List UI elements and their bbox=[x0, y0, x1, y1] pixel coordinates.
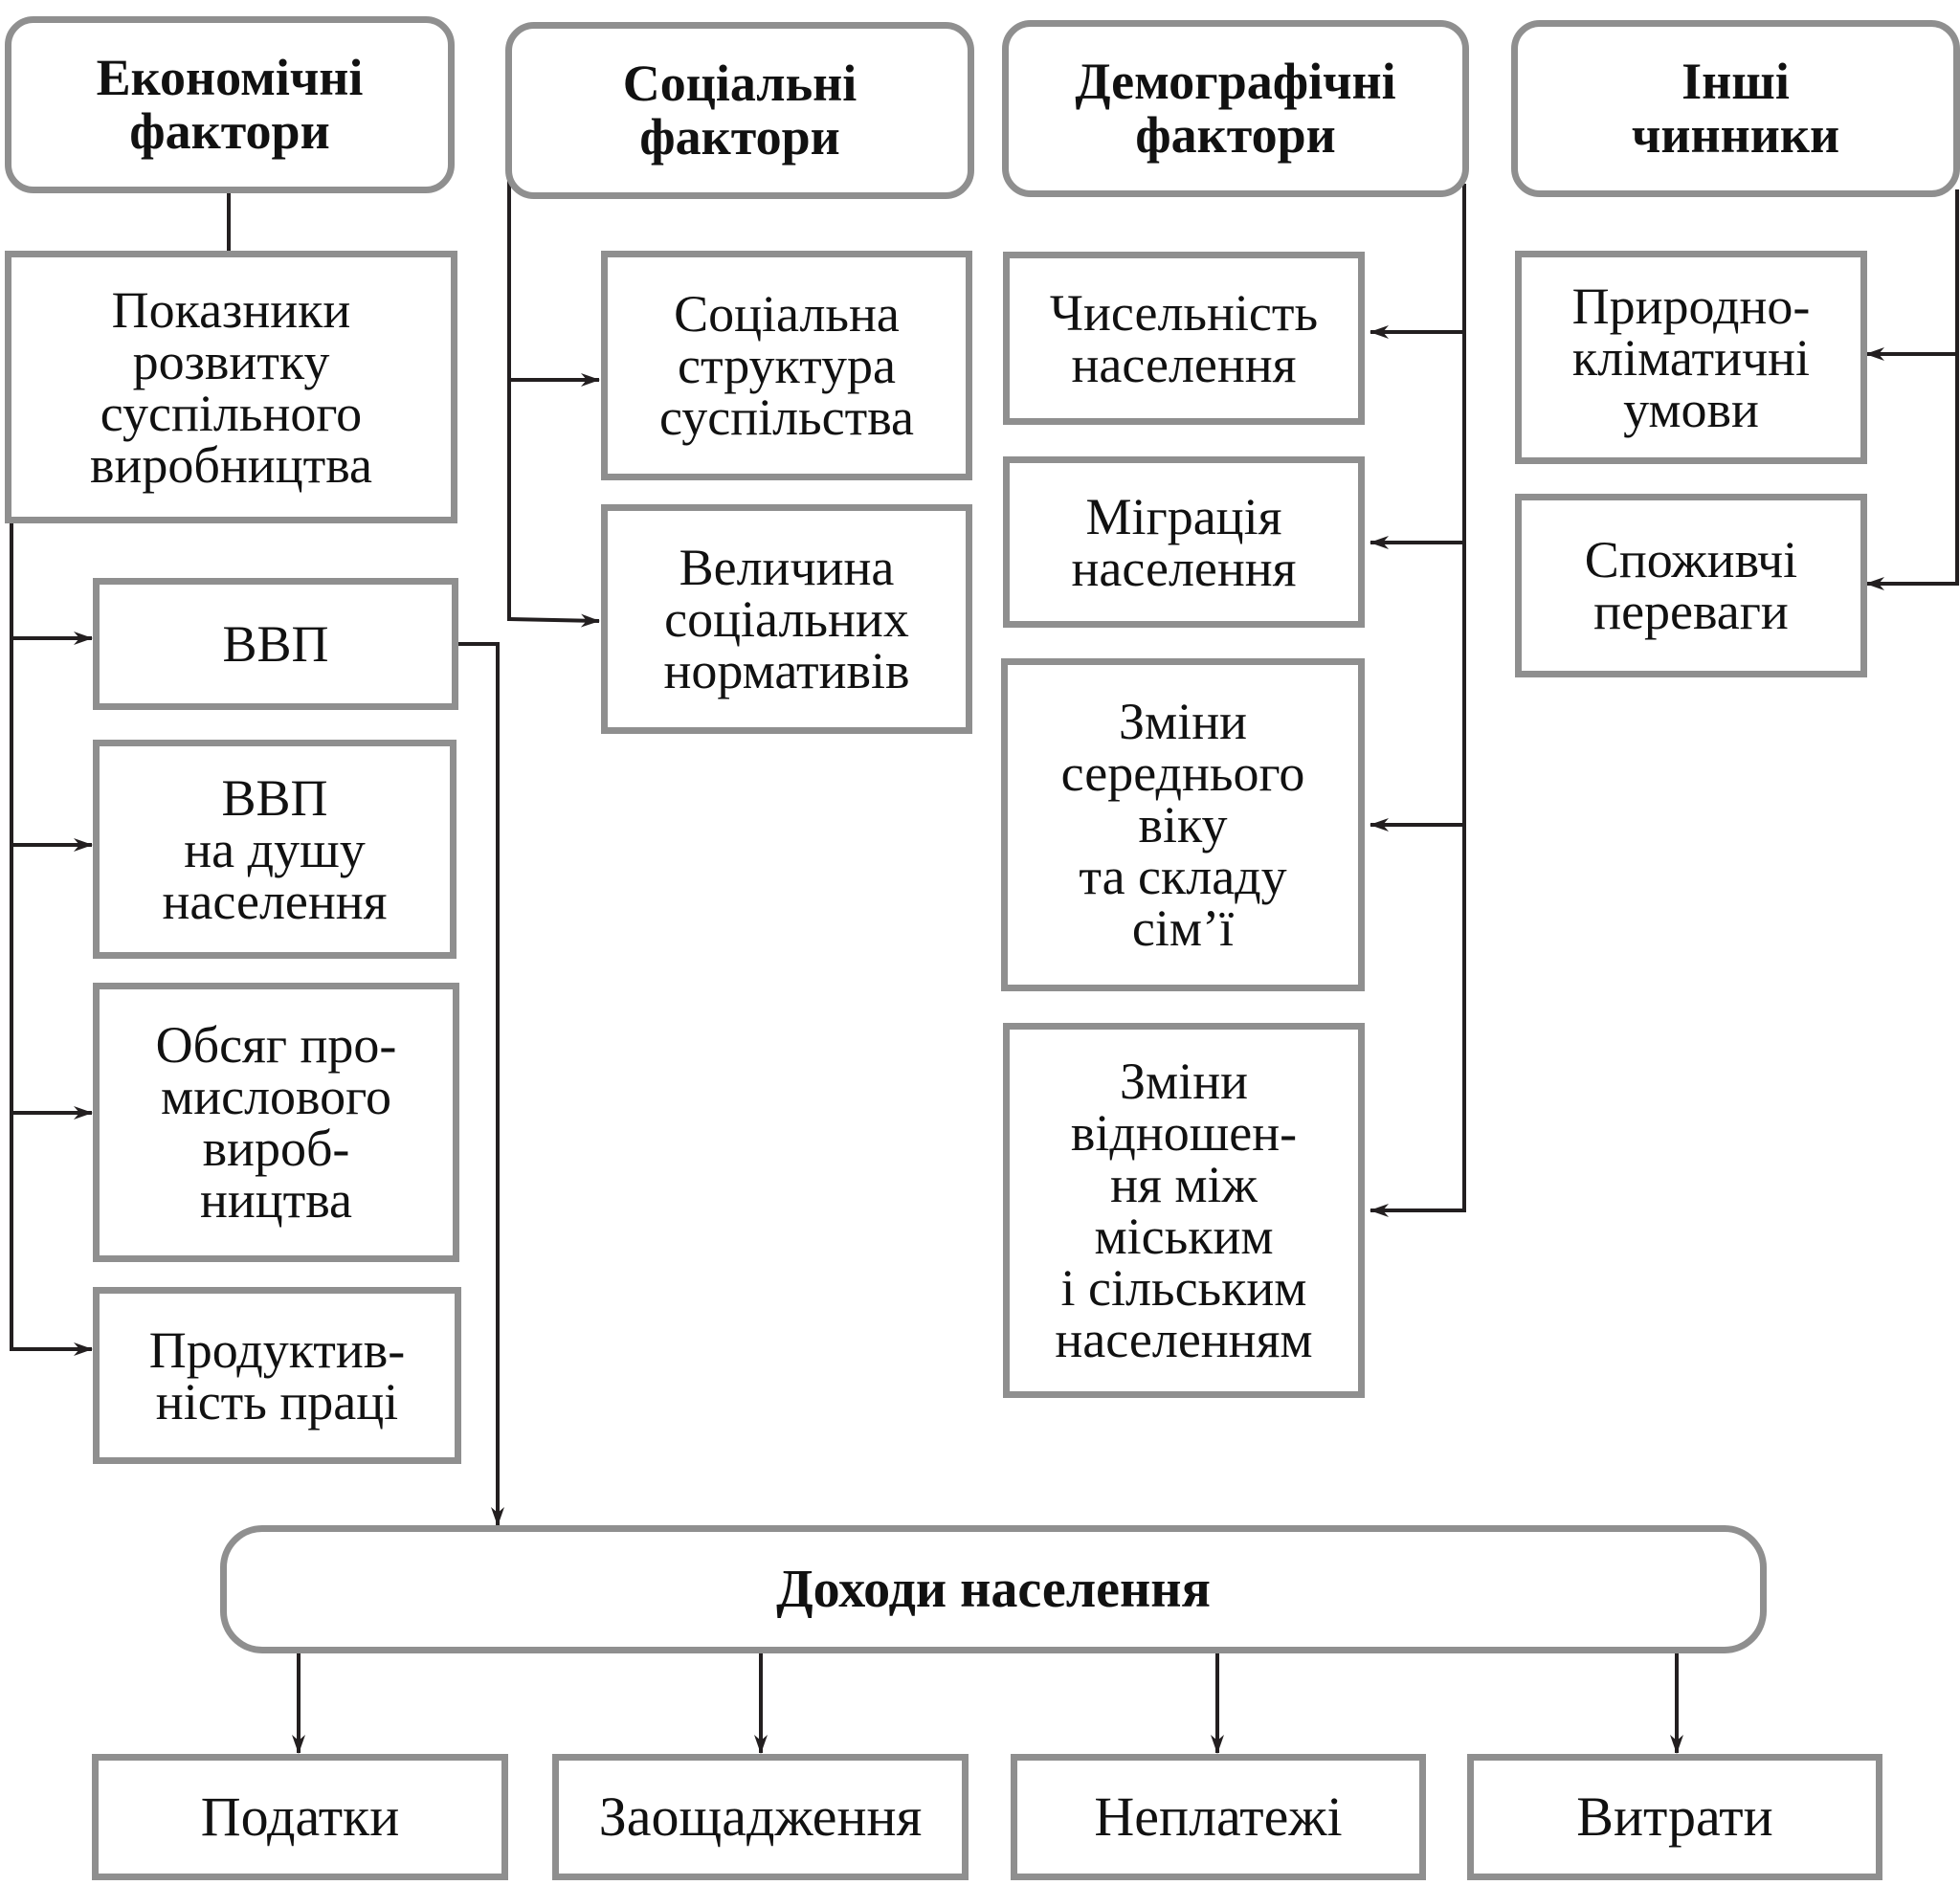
social-factors-header: Соціальні фактори bbox=[505, 22, 974, 199]
savings-box: Заощадження bbox=[552, 1754, 969, 1880]
social-structure-box: Соціальна структура суспільства bbox=[601, 251, 972, 480]
population-income-box: Доходи населення bbox=[220, 1525, 1767, 1653]
taxes-box: Податки bbox=[92, 1754, 508, 1880]
economic-factors-header: Економічні фактори bbox=[5, 16, 455, 193]
population-migration-box: Міграція населення bbox=[1003, 456, 1365, 628]
arrow-social-norms bbox=[508, 613, 600, 628]
production-indicators-box: Показники розвитку суспільного виробницт… bbox=[5, 251, 457, 523]
demographic-factors-header: Демографічні фактори bbox=[1002, 20, 1469, 197]
social-norms-box: Величина соціальних нормативів bbox=[601, 504, 972, 734]
other-factors-header: Інші чинники bbox=[1511, 20, 1960, 197]
gdp-box: ВВП bbox=[93, 578, 458, 710]
population-size-box: Чисельність населення bbox=[1003, 252, 1365, 425]
labour-productivity-box: Продуктив- ність праці bbox=[93, 1287, 461, 1464]
urban-rural-changes-box: Зміни відношен- ня між міським і сільськ… bbox=[1003, 1023, 1365, 1398]
arrow-gdp-to-income bbox=[458, 642, 504, 1526]
industrial-output-box: Обсяг про- мислового вироб- ництва bbox=[93, 983, 459, 1262]
arrears-box: Неплатежі bbox=[1011, 1754, 1426, 1880]
gdp-per-capita-box: ВВП на душу населення bbox=[93, 740, 457, 959]
expenses-box: Витрати bbox=[1467, 1754, 1882, 1880]
natural-climate-box: Природно- кліматичні умови bbox=[1515, 251, 1867, 464]
consumer-preferences-box: Споживчі переваги bbox=[1515, 494, 1867, 677]
age-family-changes-box: Зміни середнього віку та складу сім’ї bbox=[1001, 658, 1365, 991]
